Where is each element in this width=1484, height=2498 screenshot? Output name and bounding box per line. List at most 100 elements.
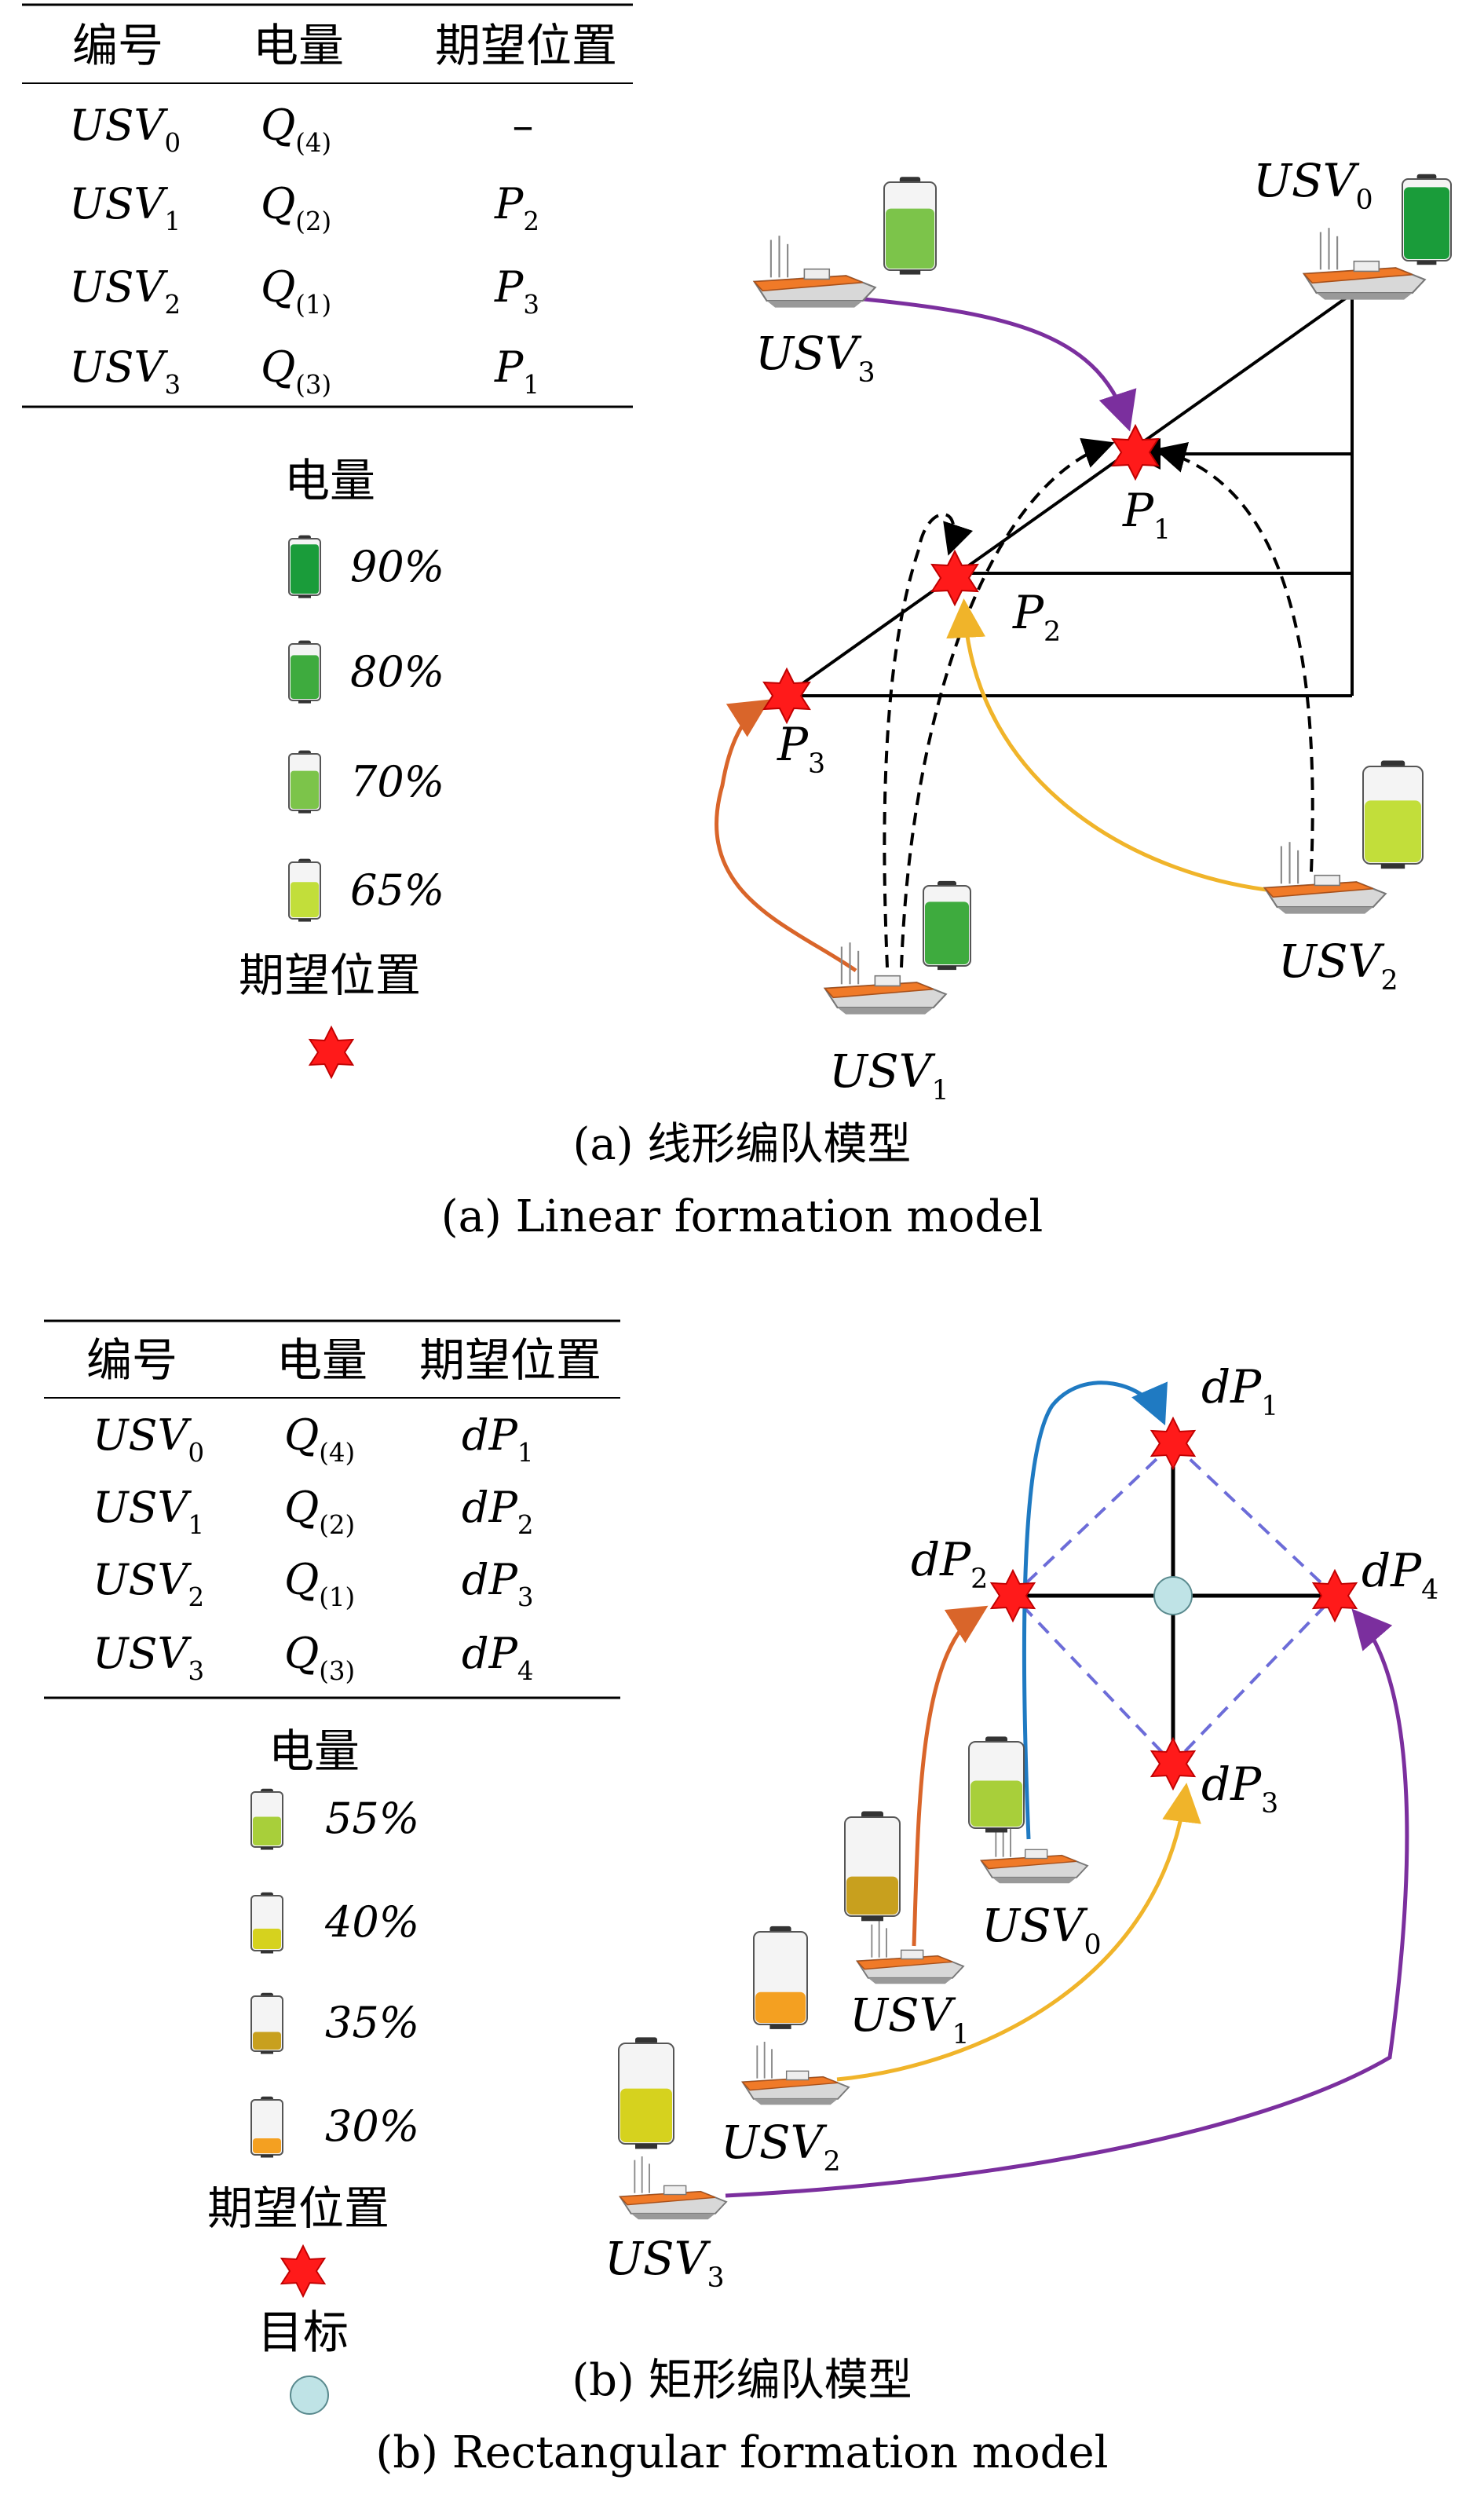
row-a-id: USV2 (69, 262, 181, 320)
legend-battery-icon-b (250, 2096, 283, 2158)
usv3-boat-icon (753, 236, 876, 309)
legend-star-icon (309, 1026, 354, 1079)
caption-a-cn: (a) 线形编队模型 (573, 1119, 912, 1170)
row-a-power: Q(4) (261, 101, 331, 158)
row-b-id: USV0 (93, 1410, 204, 1468)
usv3-path-to-p1 (855, 296, 1137, 432)
header-target-b: 期望位置 (419, 1333, 601, 1387)
header-id-b: 编号 (86, 1333, 177, 1387)
legend-power-title: 电量 (284, 454, 375, 507)
formation-line (784, 292, 1354, 697)
legend-level-label: 70% (350, 757, 444, 806)
row-b-target: dP2 (462, 1483, 534, 1540)
p2-label: P2 (1012, 586, 1061, 648)
legend-battery-icon-b (250, 1892, 283, 1954)
legend-target-title: 期望位置 (239, 949, 421, 1002)
legend-level-label: 65% (350, 865, 444, 915)
usv1-path-to-dp2 (912, 1605, 989, 1947)
header-id: 编号 (72, 19, 163, 72)
header-target: 期望位置 (435, 19, 617, 72)
row-a-power: Q(2) (261, 179, 331, 236)
row-a-power: Q(3) (261, 342, 331, 400)
usv1-battery-icon-b (844, 1811, 901, 1922)
row-b-target: dP3 (462, 1555, 534, 1612)
row-a-id: USV1 (69, 179, 181, 236)
legend-battery-icon (288, 858, 321, 922)
header-power: 电量 (253, 19, 344, 72)
usv2-boat-icon-b (741, 2042, 850, 2106)
row-b-target: dP1 (462, 1410, 534, 1468)
usv2-battery-icon (1362, 760, 1424, 869)
caption-b-cn: (b) 矩形编队模型 (572, 2355, 912, 2406)
p2-star-icon (931, 550, 978, 605)
usv3-battery-icon-b (618, 2037, 674, 2149)
caption-b-en: (b) Rectangular formation model (375, 2427, 1108, 2478)
usv2-path-to-p2 (946, 598, 1288, 894)
header-power-b: 电量 (276, 1333, 367, 1387)
row-a-target: P1 (494, 342, 539, 400)
goal-center-icon (1153, 1576, 1193, 1615)
row-b-power: Q(3) (284, 1629, 355, 1686)
legend-star-icon-b (280, 2244, 326, 2298)
usv0-battery-icon (1402, 174, 1452, 265)
legend-level-label-b: 40% (324, 1897, 419, 1947)
dp2-label: dP2 (911, 1533, 988, 1595)
usv1-battery-icon (923, 880, 971, 971)
legend-power-title-b: 电量 (269, 1724, 360, 1778)
usv2-dash-to-p1 (1154, 441, 1314, 872)
row-a-power: Q(1) (261, 262, 331, 320)
row-a-target: P2 (494, 179, 539, 236)
usv0-label-b: USV0 (981, 1899, 1102, 1961)
legend-level-label-b: 55% (325, 1794, 419, 1843)
dp1-label: dP1 (1201, 1360, 1278, 1422)
usv1-boat-icon-b (856, 1921, 964, 1985)
usv0-path-to-dp1 (1022, 1381, 1168, 1840)
usv3-battery-icon (883, 177, 937, 275)
row-b-target: dP4 (462, 1629, 534, 1686)
legend-goal-title: 目标 (258, 2306, 349, 2359)
row-b-id: USV1 (93, 1483, 204, 1540)
usv2-label: USV2 (1278, 934, 1398, 997)
usv1-label-b: USV1 (850, 1988, 970, 2050)
legend-level-label-b: 30% (325, 2101, 419, 2151)
row-b-power: Q(1) (284, 1555, 355, 1612)
usv2-path-to-dp3 (836, 1783, 1201, 2082)
row-b-power: Q(2) (284, 1483, 355, 1540)
dp4-label: dP4 (1362, 1544, 1438, 1606)
usv1-dash-to-p2 (883, 513, 974, 968)
row-b-power: Q(4) (284, 1410, 355, 1468)
legend-b: 电量 55%40%35%30% 期望位置 目标 (207, 1724, 419, 2415)
legend-level-label: 80% (350, 647, 444, 697)
usv2-label-b: USV2 (721, 2116, 841, 2178)
usv1-path-to-p3 (715, 699, 857, 973)
row-a-target: – (513, 101, 534, 150)
legend-a: 电量 90% 80% 70% 65% 期望位置 (239, 454, 444, 1079)
usv1-label: USV1 (829, 1044, 949, 1106)
row-a-id: USV0 (69, 101, 181, 158)
dp1-star-icon (1150, 1417, 1196, 1470)
usv3-path-to-dp4 (725, 1608, 1409, 2198)
row-b-id: USV3 (93, 1629, 204, 1686)
legend-battery-icon-b (250, 1992, 283, 2054)
usv3-label: USV3 (755, 327, 875, 389)
p1-label: P1 (1122, 484, 1171, 546)
row-a-id: USV3 (69, 342, 181, 400)
legend-battery-icon (288, 640, 321, 704)
usv2-battery-icon-b (753, 1926, 808, 2029)
legend-level-label-b: 35% (325, 1998, 419, 2047)
p3-label: P3 (777, 718, 825, 780)
legend-battery-icon (288, 535, 321, 598)
usv3-boat-icon-b (619, 2156, 727, 2221)
row-a-target: P3 (494, 262, 539, 320)
usv0-label: USV0 (1253, 154, 1373, 216)
legend-level-label: 90% (350, 542, 444, 591)
caption-a-en: (a) Linear formation model (441, 1191, 1044, 1242)
row-b-id: USV2 (93, 1555, 204, 1612)
